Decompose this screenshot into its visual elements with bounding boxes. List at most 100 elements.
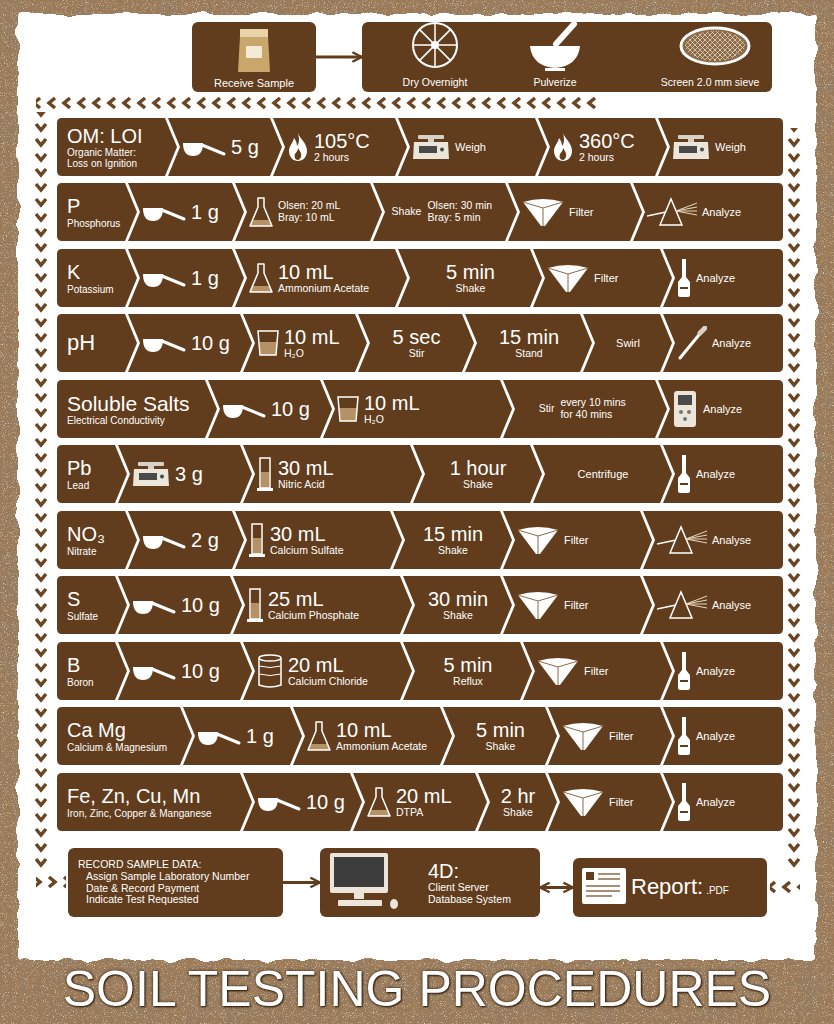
chevron-content: 5 minShake — [398, 249, 542, 307]
node-text: Analyze — [702, 206, 741, 218]
step-chevron: 5 minShake — [443, 707, 557, 765]
step-chevron: 10 mLAmmonium Acetate — [293, 707, 452, 765]
node-text: Screen 2.0 mm sieve — [661, 77, 760, 89]
node-text: H₂O — [284, 348, 304, 360]
node-text: 5 min — [446, 261, 495, 283]
chevron-fill — [643, 576, 783, 634]
white-panel — [18, 14, 816, 960]
chevron-content: SSulfate — [57, 576, 127, 634]
node-text: Reflux — [453, 676, 483, 688]
chevron-fill — [358, 314, 474, 372]
text-group: ShakeOlsen: 30 min Bray: 5 min — [392, 200, 500, 224]
process-box: RECORD SAMPLE DATA:Assign Sample Laborat… — [68, 848, 283, 917]
scoop-icon — [133, 667, 174, 680]
node-text: Date & Record Payment — [78, 883, 199, 895]
node-text: 10 mL — [336, 719, 392, 741]
node-text: every 10 mins for 40 mins — [560, 397, 632, 421]
chevron-fill — [398, 249, 542, 307]
node-text: 5 sec — [393, 326, 441, 348]
chevron-fill — [243, 642, 412, 700]
chevron-trail — [770, 880, 800, 894]
text-group: 360°C2 hours — [579, 130, 635, 164]
node-text: Pb — [67, 457, 91, 479]
prism-icon — [657, 527, 707, 553]
text-group: Swirl — [616, 337, 640, 349]
node-text: P — [67, 195, 80, 217]
nebulizer-icon — [678, 783, 690, 821]
chevron-fill — [583, 314, 672, 372]
node-text: Filter — [594, 272, 618, 284]
chevron-content: Filter — [523, 642, 672, 700]
prism-icon — [647, 199, 697, 225]
flow-arrow — [540, 886, 573, 889]
node-text: 10 g — [191, 332, 230, 354]
chevron-fill — [57, 707, 192, 765]
chevron-content: 20 mLCalcium Chloride — [243, 642, 412, 700]
node-text: Organic Matter: Loss on Ignition — [67, 147, 149, 169]
chevron-fill — [183, 707, 302, 765]
mortar-pestle-icon — [530, 24, 580, 71]
text-group: Analyze — [702, 206, 741, 218]
text-group: 3 g — [175, 463, 203, 485]
text-group: 1 g — [191, 267, 219, 289]
node-text: 1 g — [191, 267, 219, 289]
text-group: 1 g — [246, 725, 274, 747]
scoop-icon — [183, 143, 224, 156]
text-group: Filter — [564, 534, 588, 546]
filter-icon — [563, 723, 603, 750]
chevron-content: Analyze — [663, 642, 783, 700]
chevron-fill — [273, 118, 407, 176]
node-text: 10 g — [306, 791, 345, 813]
chevron-content: Filter — [508, 183, 642, 241]
cylinder-icon — [247, 589, 263, 622]
node-text: 10 g — [271, 398, 310, 420]
text-group: Ca MgCalcium & Magnesium — [67, 719, 167, 753]
node-text: Nitric Acid — [278, 479, 325, 491]
text-holder: Pulverize — [533, 77, 576, 89]
flame-icon — [554, 133, 572, 161]
node-text: Weigh — [715, 141, 746, 153]
text-group: 20 mLDTPA — [396, 785, 452, 819]
text-group: Report:.PDF — [631, 875, 729, 900]
chevron-fill — [118, 576, 242, 634]
text-group: 2 hrShake — [501, 785, 535, 819]
chevron-fill — [403, 576, 512, 634]
text-group: Weigh — [455, 141, 486, 153]
chevron-content: Analyze — [663, 707, 783, 765]
chevron-content: Filter — [548, 707, 672, 765]
text-group: Analyze — [696, 665, 735, 677]
prism-icon — [657, 592, 707, 618]
chevron-content: Analyse — [643, 511, 783, 569]
node-text: 3 g — [175, 463, 203, 485]
flask-icon — [308, 722, 330, 750]
text-group: pH — [67, 331, 95, 356]
node-text: Nitrate — [67, 546, 96, 557]
scale-icon — [133, 462, 169, 486]
chevron-fill — [548, 707, 672, 765]
test-header-chevron: BBoron — [57, 642, 127, 700]
sample-bag-icon — [238, 29, 270, 72]
chevron-fill — [373, 183, 517, 241]
filter-icon — [548, 265, 588, 292]
node-text: Stir — [539, 403, 555, 415]
step-chevron: 5 minShake — [398, 249, 542, 307]
chevron-content: Centrifuge — [533, 445, 672, 503]
cup-icon — [258, 331, 278, 355]
flame-icon — [289, 133, 307, 161]
filter-icon — [523, 199, 563, 226]
chevron-content: 1 hourShake — [413, 445, 542, 503]
text-group: Analyze — [696, 796, 735, 808]
text-group: Filter — [569, 206, 593, 218]
node-text: Olsen: 20 mL Bray: 10 mL — [278, 200, 348, 224]
step-chevron: Analyse — [643, 511, 783, 569]
chevron-fill — [523, 642, 672, 700]
node-text: 5 g — [231, 136, 259, 158]
scale-icon — [673, 135, 709, 159]
node-text: 2 hours — [314, 152, 349, 164]
chevron-content: 10 mLAmmonium Acetate — [293, 707, 452, 765]
chevron-fill — [243, 773, 362, 831]
node-text: Filter — [609, 730, 633, 742]
step-chevron: Filter — [523, 642, 672, 700]
node-text: Iron, Zinc, Copper & Manganese — [67, 808, 212, 819]
